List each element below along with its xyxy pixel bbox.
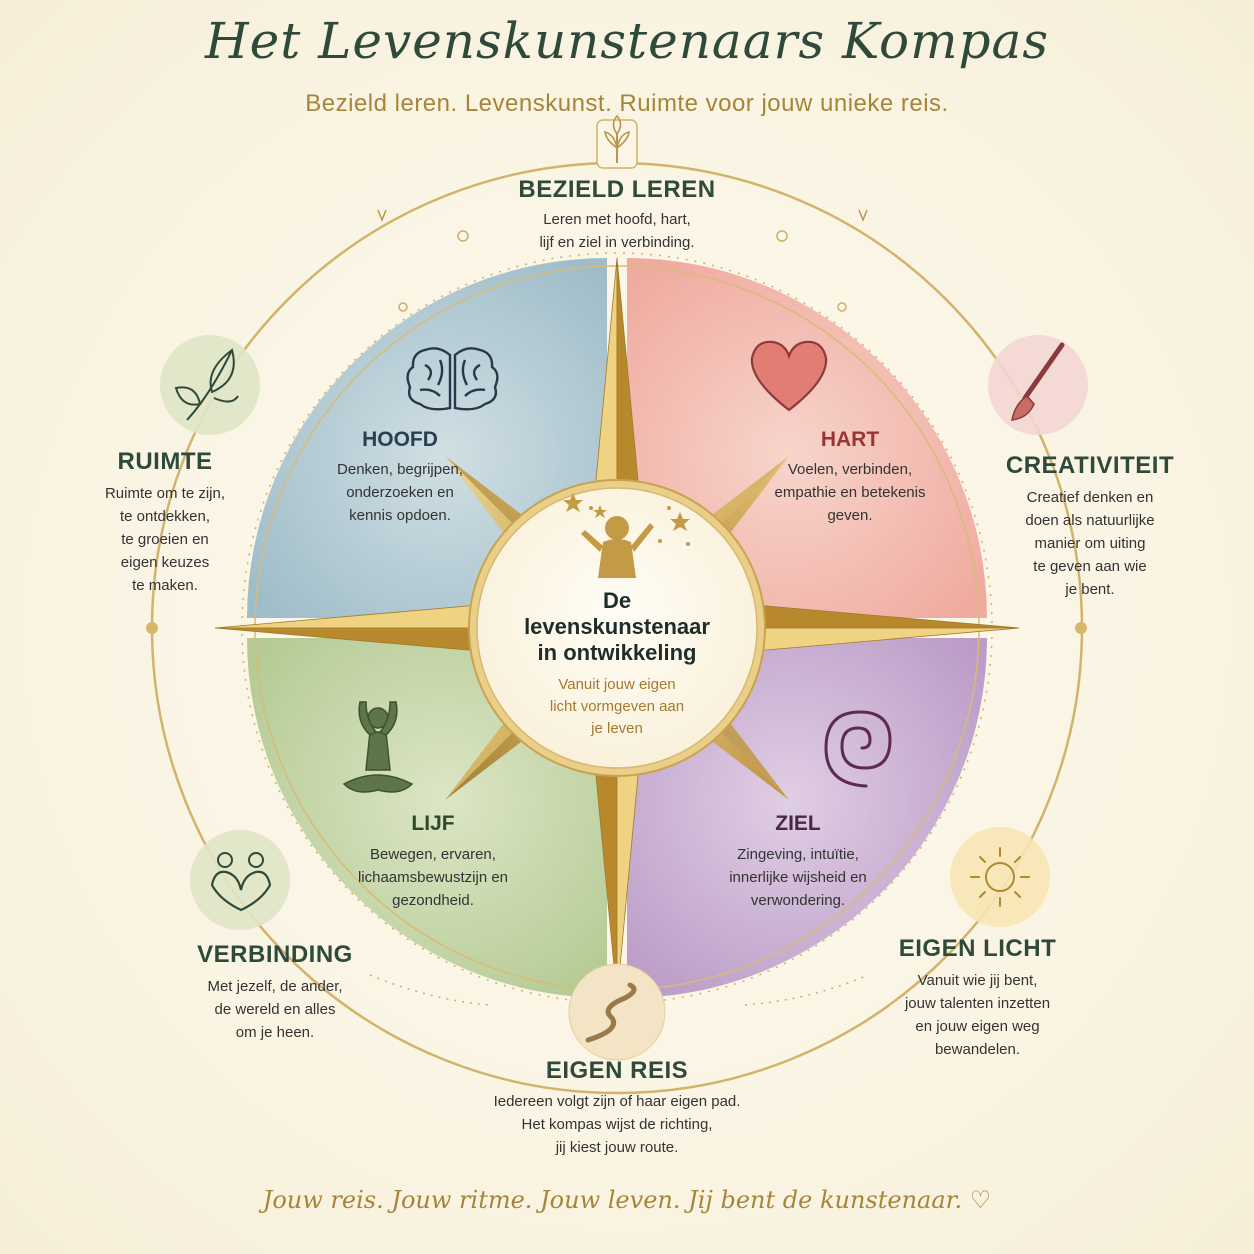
eigen-reis-heading: EIGEN REIS bbox=[545, 1057, 689, 1084]
creativiteit-heading: CREATIVITEIT bbox=[1005, 452, 1175, 479]
arrow-right bbox=[858, 209, 868, 223]
bezield-leren-heading: BEZIELD LEREN bbox=[518, 176, 716, 203]
dotted-link-bottom-right bbox=[744, 974, 869, 1006]
center-subtitle: Vanuit jouw eigen licht vormgeven aan je… bbox=[549, 676, 685, 737]
ruimte-heading: RUIMTE bbox=[117, 448, 213, 475]
center-title: De levenskunstenaar in ontwikkeling bbox=[524, 588, 710, 665]
ziel-heading: ZIEL bbox=[775, 812, 821, 835]
paintbrush-icon bbox=[988, 335, 1088, 435]
bezield-leren-text: Leren met hoofd, hart, lijf en ziel in v… bbox=[539, 211, 695, 251]
brain-icon bbox=[406, 347, 499, 411]
creativiteit-text: Creatief denken en doen als natuurlijke … bbox=[1025, 489, 1155, 598]
child-stars-icon bbox=[563, 493, 690, 578]
ring-markers bbox=[146, 622, 1087, 634]
eigen-reis-text: Iedereen volgt zijn of haar eigen pad. H… bbox=[493, 1093, 741, 1156]
spiral-icon bbox=[824, 710, 892, 788]
hoofd-heading: HOOFD bbox=[362, 428, 438, 451]
arrow-left bbox=[377, 209, 387, 223]
verbinding-text: Met jezelf, de ander, de wereld en alles… bbox=[207, 978, 343, 1041]
hart-text: Voelen, verbinden, empathie en betekenis… bbox=[774, 461, 926, 524]
hoofd-text: Denken, begrijpen, onderzoeken en kennis… bbox=[337, 461, 463, 524]
eigen-licht-text: Vanuit wie jij bent, jouw talenten inzet… bbox=[904, 972, 1051, 1058]
heart-icon bbox=[750, 340, 828, 412]
people-heart-icon bbox=[190, 830, 290, 930]
dotted-link-bottom-left bbox=[369, 974, 491, 1006]
sun-icon bbox=[950, 827, 1050, 927]
sprout-icon bbox=[596, 114, 638, 169]
hart-heading: HART bbox=[820, 428, 880, 451]
ring-small-circles bbox=[398, 230, 847, 312]
ziel-text: Zingeving, intuïtie, innerlijke wijsheid… bbox=[729, 846, 867, 909]
leaves-icon bbox=[160, 335, 260, 435]
ruimte-text: Ruimte om te zijn, te ontdekken, te groe… bbox=[104, 485, 226, 594]
footer-tagline: Jouw reis. Jouw ritme. Jouw leven. Jij b… bbox=[262, 1186, 992, 1214]
meditation-icon bbox=[342, 701, 414, 793]
lijf-text: Bewegen, ervaren, lichaamsbewustzijn en … bbox=[357, 846, 509, 909]
page-subtitle: Bezield leren. Levenskunst. Ruimte voor … bbox=[305, 90, 949, 117]
page-title: Het Levenskunstenaars Kompas bbox=[205, 12, 1049, 70]
center-circle-inner bbox=[476, 487, 758, 769]
eigen-licht-heading: EIGEN LICHT bbox=[898, 935, 1057, 962]
verbinding-heading: VERBINDING bbox=[197, 941, 353, 968]
path-icon bbox=[568, 963, 666, 1061]
lijf-heading: LIJF bbox=[411, 812, 455, 835]
